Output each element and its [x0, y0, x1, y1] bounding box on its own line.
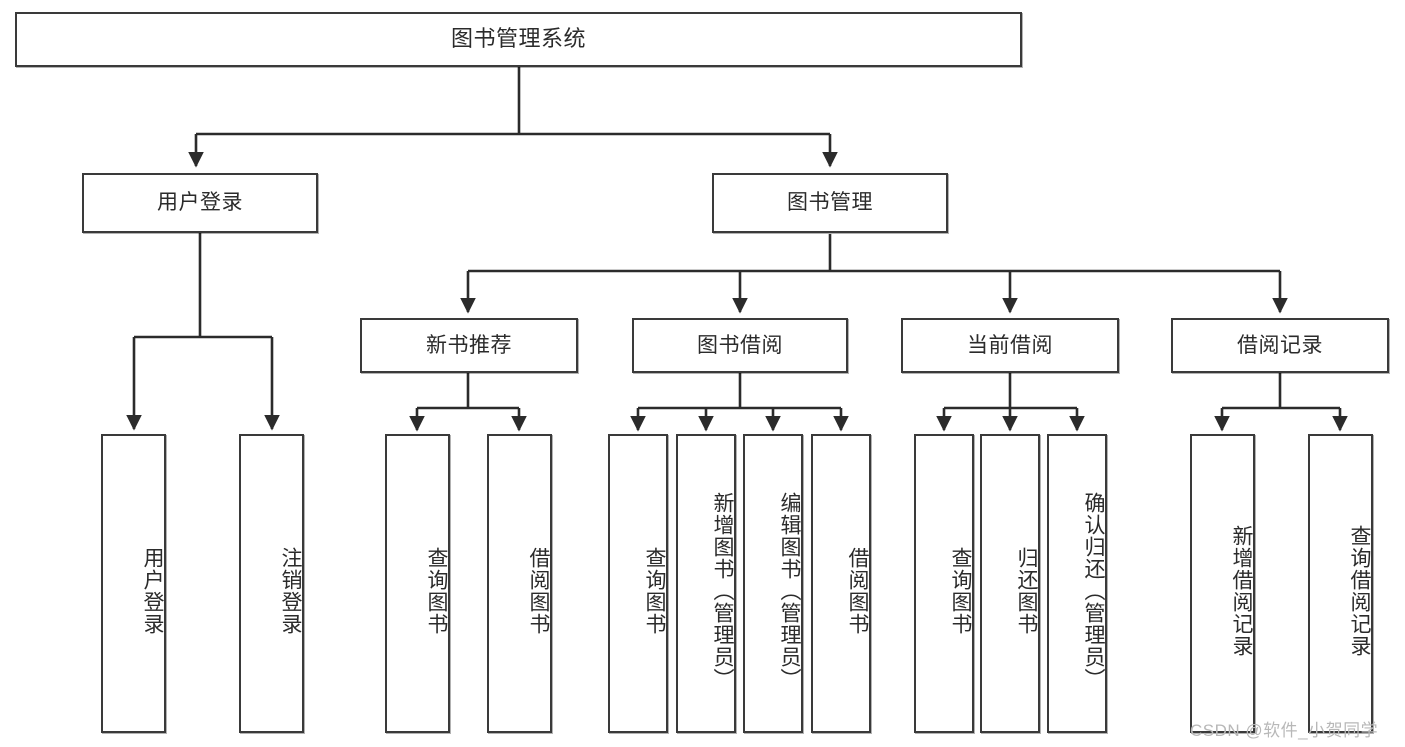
node-current-borrow[interactable]: 当前借阅: [901, 318, 1119, 373]
leaf-records-query-record[interactable]: 查询借阅记录: [1308, 434, 1373, 733]
leaf-current-return-book[interactable]: 归还图书: [980, 434, 1040, 733]
leaf-user-login-label: 用户登录: [141, 546, 164, 635]
leaf-current-confirm-return-label: 确认归还（管理员）: [1082, 491, 1105, 690]
csdn-watermark: CSDN @软件_小贺同学: [1190, 721, 1379, 740]
leaf-borrow-query-book[interactable]: 查询图书: [608, 434, 668, 733]
leaf-borrow-query-book-label: 查询图书: [643, 546, 666, 635]
node-new-book-recommend-label: 新书推荐: [426, 333, 512, 357]
node-current-borrow-label: 当前借阅: [967, 333, 1053, 357]
node-book-borrow[interactable]: 图书借阅: [632, 318, 848, 373]
leaf-newbooks-borrow-book[interactable]: 借阅图书: [487, 434, 552, 733]
leaf-records-add-record-label: 新增借阅记录: [1230, 524, 1253, 657]
leaf-borrow-add-book[interactable]: 新增图书（管理员）: [676, 434, 736, 733]
leaf-borrow-edit-book[interactable]: 编辑图书（管理员）: [743, 434, 803, 733]
node-user-login-label: 用户登录: [157, 191, 243, 215]
leaf-newbooks-borrow-book-label: 借阅图书: [527, 546, 550, 635]
node-book-management[interactable]: 图书管理: [712, 173, 948, 233]
leaf-current-query-book[interactable]: 查询图书: [914, 434, 974, 733]
node-borrow-records-label: 借阅记录: [1237, 333, 1323, 357]
node-root-label: 图书管理系统: [450, 26, 586, 52]
leaf-logout-label: 注销登录: [279, 546, 302, 635]
node-user-login[interactable]: 用户登录: [82, 173, 318, 233]
leaf-newbooks-query-book-label: 查询图书: [425, 546, 448, 635]
leaf-user-login[interactable]: 用户登录: [101, 434, 166, 733]
leaf-borrow-borrow-book-label: 借阅图书: [846, 546, 869, 635]
node-root[interactable]: 图书管理系统: [15, 12, 1022, 67]
node-borrow-records[interactable]: 借阅记录: [1171, 318, 1389, 373]
leaf-newbooks-query-book[interactable]: 查询图书: [385, 434, 450, 733]
leaf-records-query-record-label: 查询借阅记录: [1348, 524, 1371, 657]
node-new-book-recommend[interactable]: 新书推荐: [360, 318, 578, 373]
leaf-current-confirm-return[interactable]: 确认归还（管理员）: [1047, 434, 1107, 733]
leaf-borrow-borrow-book[interactable]: 借阅图书: [811, 434, 871, 733]
leaf-borrow-edit-book-label: 编辑图书（管理员）: [778, 491, 801, 690]
leaf-current-return-book-label: 归还图书: [1015, 546, 1038, 635]
leaf-current-query-book-label: 查询图书: [949, 546, 972, 635]
leaf-logout[interactable]: 注销登录: [239, 434, 304, 733]
node-book-management-label: 图书管理: [787, 191, 873, 215]
leaf-records-add-record[interactable]: 新增借阅记录: [1190, 434, 1255, 733]
leaf-borrow-add-book-label: 新增图书（管理员）: [711, 491, 734, 690]
node-book-borrow-label: 图书借阅: [697, 333, 783, 357]
